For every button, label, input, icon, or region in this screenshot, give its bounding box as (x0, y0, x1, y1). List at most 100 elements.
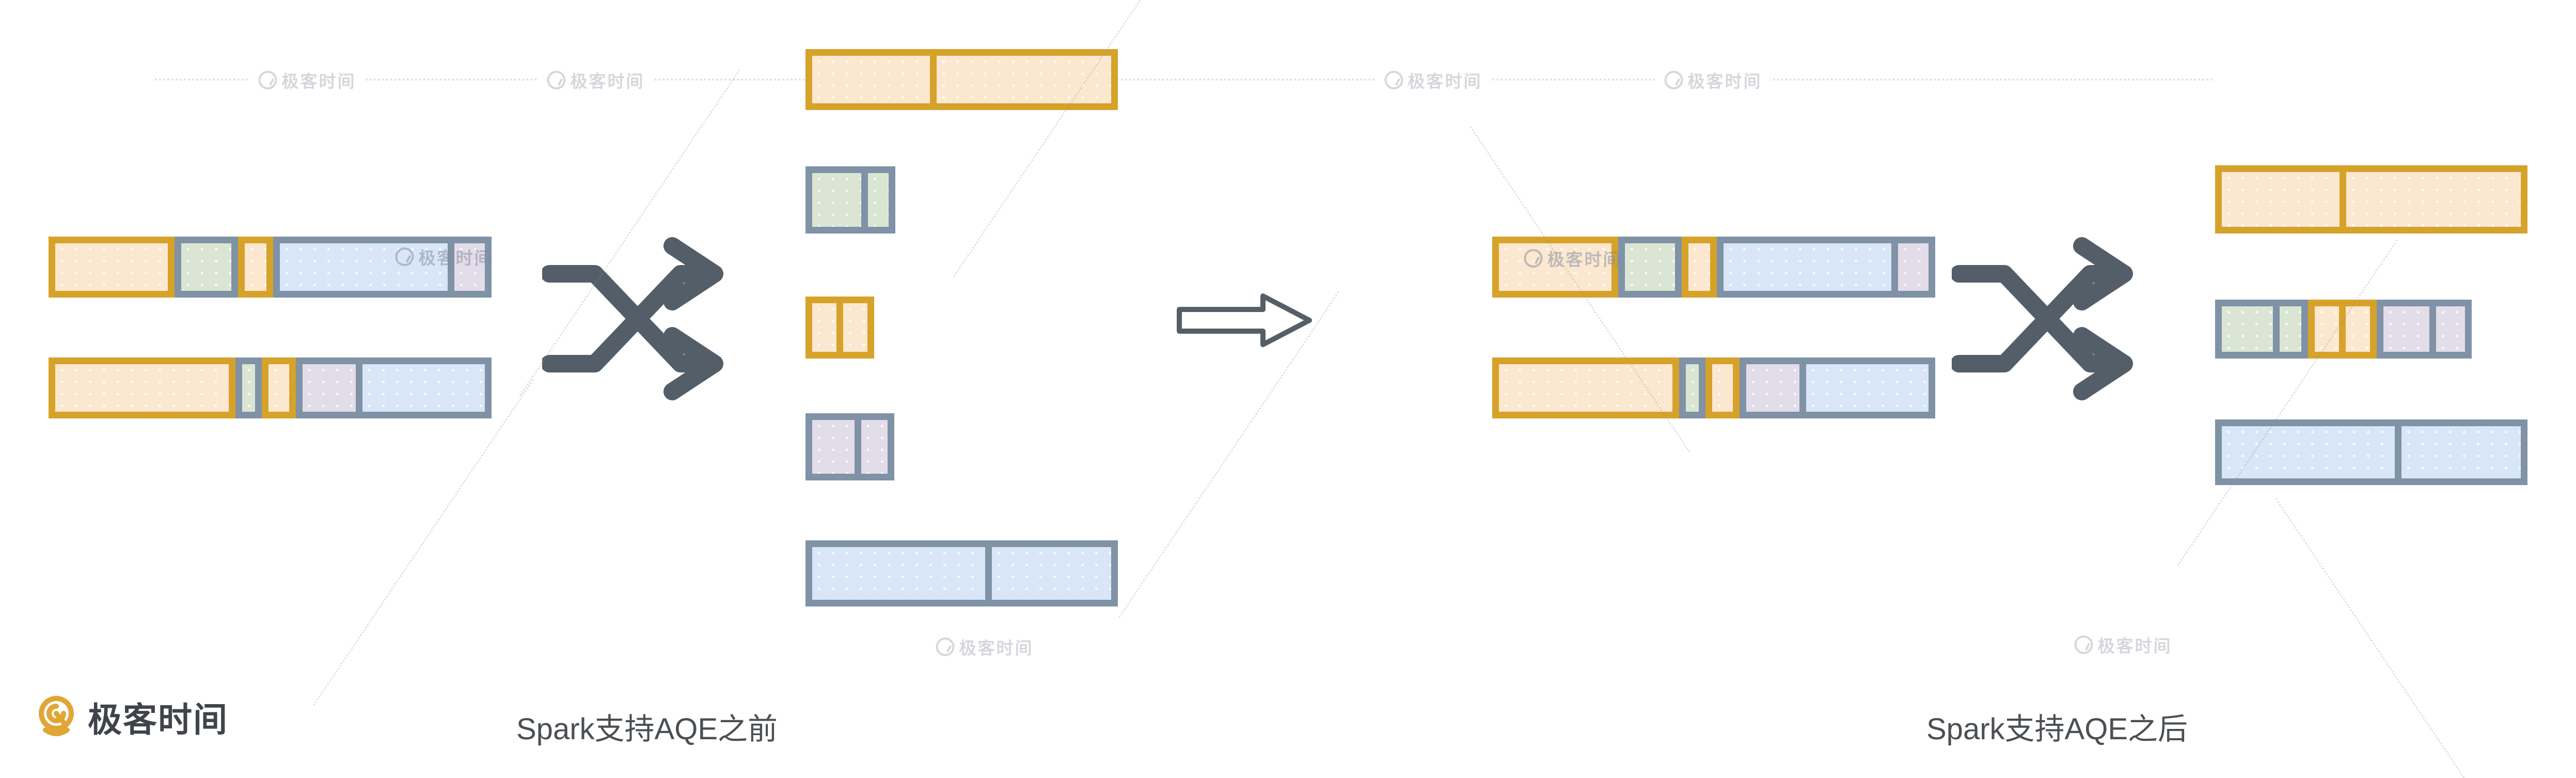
watermark-text: 极客时间 (1687, 72, 1762, 91)
watermark-logo-icon (1384, 71, 1403, 89)
partition-cell-blue (1724, 243, 1891, 291)
partition-cell-peach (2315, 306, 2340, 352)
partition-cell-pink (1746, 364, 1799, 412)
before-shuffle-output-pink (805, 413, 894, 480)
after-shuffle-output-merged (2215, 300, 2472, 359)
watermark-logo-icon (1524, 249, 1543, 268)
partition-cell-pink (812, 420, 855, 474)
watermark-logo-icon (936, 637, 955, 656)
watermark-logo-icon (2074, 635, 2093, 654)
partition-segment (1717, 237, 1935, 298)
partition-cell-blue (812, 547, 985, 600)
partition-segment (2215, 419, 2527, 485)
partition-cell-peach (245, 243, 266, 291)
after-shuffle-output-orange (2215, 165, 2527, 234)
partition-cell-peach (55, 243, 168, 291)
partition-cell-peach (55, 364, 229, 412)
partition-cell-pink (2383, 306, 2430, 352)
partition-cell-blue (1806, 364, 1929, 412)
arrow-right-icon (1177, 293, 1312, 347)
partition-segment (262, 357, 296, 418)
after-shuffle-output-blue (2215, 419, 2527, 485)
partition-segment (805, 166, 895, 234)
partition-cell-peach (268, 364, 289, 412)
partition-segment (1492, 237, 1618, 298)
geektime-watermark: 极客时间 (250, 66, 365, 95)
partition-cell-green (812, 173, 861, 227)
partition-cell-blue (362, 364, 485, 412)
partition-segment (273, 237, 492, 298)
partition-cell-green (867, 173, 889, 227)
caption-after-aqe: Spark支持AQE之后 (1926, 712, 2188, 746)
before-input-partition-1 (49, 237, 492, 298)
diagonal-dotted-line (953, 0, 1174, 277)
watermark-text: 极客时间 (2097, 636, 2172, 656)
partition-cell-peach (2346, 306, 2370, 352)
shuffle-icon (1952, 237, 2133, 400)
watermark-text: 极客时间 (570, 72, 645, 91)
partition-cell-peach (812, 303, 837, 352)
after-input-partition-2 (1492, 357, 1935, 418)
partition-segment (2308, 300, 2377, 359)
partition-cell-green (1686, 364, 1699, 412)
geektime-logo-text: 极客时间 (88, 701, 228, 739)
partition-cell-blue (2401, 426, 2521, 478)
partition-segment (805, 49, 1118, 110)
partition-cell-green (2279, 306, 2301, 352)
partition-segment (1492, 357, 1679, 418)
partition-segment (49, 237, 175, 298)
partition-segment (175, 237, 238, 298)
partition-segment (2215, 165, 2527, 234)
partition-cell-green (1625, 243, 1675, 291)
partition-segment (1740, 357, 1935, 418)
partition-segment (805, 413, 894, 480)
partition-segment (49, 357, 235, 418)
before-input-partition-2 (49, 357, 492, 418)
partition-cell-peach (843, 303, 867, 352)
partition-cell-pink (2436, 306, 2465, 352)
partition-segment (238, 237, 273, 298)
top-dotted-guide-line (155, 79, 2215, 81)
geektime-watermark: 极客时间 (2066, 630, 2180, 659)
after-input-partition-1 (1492, 237, 1935, 298)
geektime-watermark: 极客时间 (1376, 66, 1491, 95)
partition-cell-peach (1688, 243, 1710, 291)
geektime-watermark: 极客时间 (927, 632, 1042, 661)
geektime-watermark: 极客时间 (395, 244, 493, 269)
partition-cell-pink (303, 364, 356, 412)
geektime-watermark: 极客时间 (1524, 246, 1622, 271)
partition-cell-blue (2222, 426, 2395, 478)
shuffle-icon (542, 237, 723, 400)
partition-cell-peach (1712, 364, 1733, 412)
partition-cell-pink (454, 243, 485, 291)
partition-segment (235, 357, 262, 418)
watermark-logo-icon (395, 247, 414, 266)
watermark-logo-icon (258, 71, 277, 89)
watermark-text: 极客时间 (1408, 72, 1482, 91)
partition-cell-peach (2222, 172, 2340, 227)
geektime-logo-icon (39, 696, 74, 736)
watermark-text: 极客时间 (959, 639, 1034, 658)
partition-cell-pink (1898, 243, 1929, 291)
partition-segment (1705, 357, 1740, 418)
partition-cell-peach (2346, 172, 2521, 227)
partition-cell-blue (991, 547, 1111, 600)
watermark-logo-icon (547, 71, 566, 89)
partition-cell-peach (1499, 243, 1611, 291)
watermark-text: 极客时间 (1547, 250, 1622, 269)
partition-cell-green (2222, 306, 2273, 352)
geektime-watermark: 极客时间 (539, 66, 653, 95)
caption-before-aqe: Spark支持AQE之前 (516, 712, 778, 746)
partition-segment (2377, 300, 2472, 359)
geektime-logo: 极客时间 (34, 692, 228, 742)
partition-cell-peach (1499, 364, 1672, 412)
diagonal-dotted-line (2275, 498, 2496, 778)
partition-cell-blue (280, 243, 448, 291)
partition-segment (1679, 357, 1705, 418)
partition-cell-green (242, 364, 255, 412)
partition-segment (1682, 237, 1717, 298)
partition-cell-peach (812, 56, 930, 103)
watermark-text: 极客时间 (281, 72, 356, 91)
partition-segment (805, 540, 1118, 606)
